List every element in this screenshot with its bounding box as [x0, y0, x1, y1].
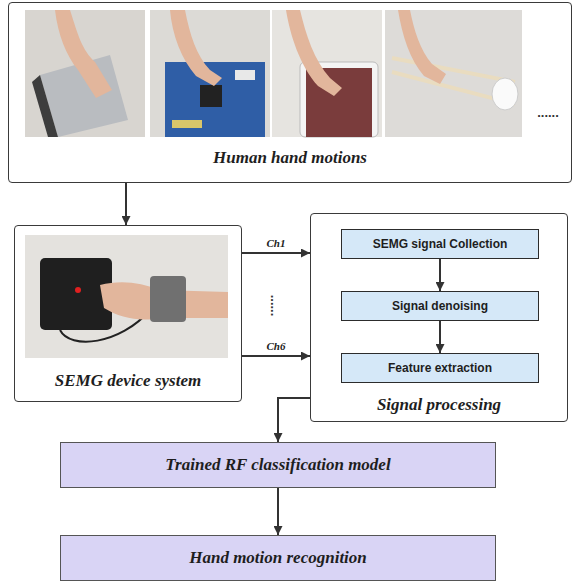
- semg-device: [40, 258, 112, 330]
- ellipsis-mark: ......: [537, 105, 559, 120]
- photo-background: [25, 10, 145, 137]
- hand: [398, 10, 446, 84]
- group-panel: Signal processing SEMG signal CollectionS…: [310, 213, 568, 422]
- pin-header: [172, 120, 202, 128]
- node-text: Signal processing: [377, 395, 501, 415]
- process-box: Signal denoising: [341, 291, 539, 321]
- armband: [150, 276, 186, 322]
- ellipsis-mark: ......: [268, 294, 283, 316]
- node-text: Human hand motions: [213, 148, 367, 168]
- connector-arrow: [125, 183, 127, 225]
- photo-background: [385, 10, 522, 137]
- group-panel: Human hand motions: [8, 2, 572, 183]
- egg: [492, 78, 518, 110]
- photo-background: [150, 10, 270, 137]
- node-text: SEMG device system: [55, 371, 201, 391]
- hand: [55, 10, 112, 98]
- process-box: Hand motion recognition: [60, 535, 496, 581]
- circuit-board: [165, 62, 265, 137]
- connector-arrow: [439, 259, 441, 291]
- hand: [170, 10, 222, 86]
- node-text: Hand motion recognition: [189, 548, 367, 568]
- connector: [235, 70, 255, 80]
- channel-label: Ch6: [267, 340, 286, 352]
- cylinder-end: [32, 75, 58, 137]
- group-panel: SEMG device system: [14, 225, 242, 402]
- photo-background: [272, 10, 382, 137]
- node-text: SEMG signal Collection: [373, 237, 508, 251]
- process-box: SEMG signal Collection: [341, 229, 539, 259]
- node-text: Trained RF classification model: [165, 455, 390, 475]
- indicator-light: [75, 287, 81, 293]
- node-text: Signal denoising: [392, 299, 488, 313]
- process-box: Trained RF classification model: [60, 442, 496, 488]
- channel-label: Ch1: [267, 237, 286, 249]
- chip: [200, 85, 222, 107]
- process-box: Feature extraction: [341, 353, 539, 383]
- photo-background: [25, 235, 228, 358]
- connector-arrow: [439, 321, 441, 353]
- hand: [286, 10, 342, 96]
- connector-arrow: [277, 488, 279, 535]
- connector-arrow: [242, 355, 310, 357]
- connector-arrow: [242, 252, 310, 254]
- node-text: Feature extraction: [388, 361, 492, 375]
- connector-arrow: [278, 398, 310, 442]
